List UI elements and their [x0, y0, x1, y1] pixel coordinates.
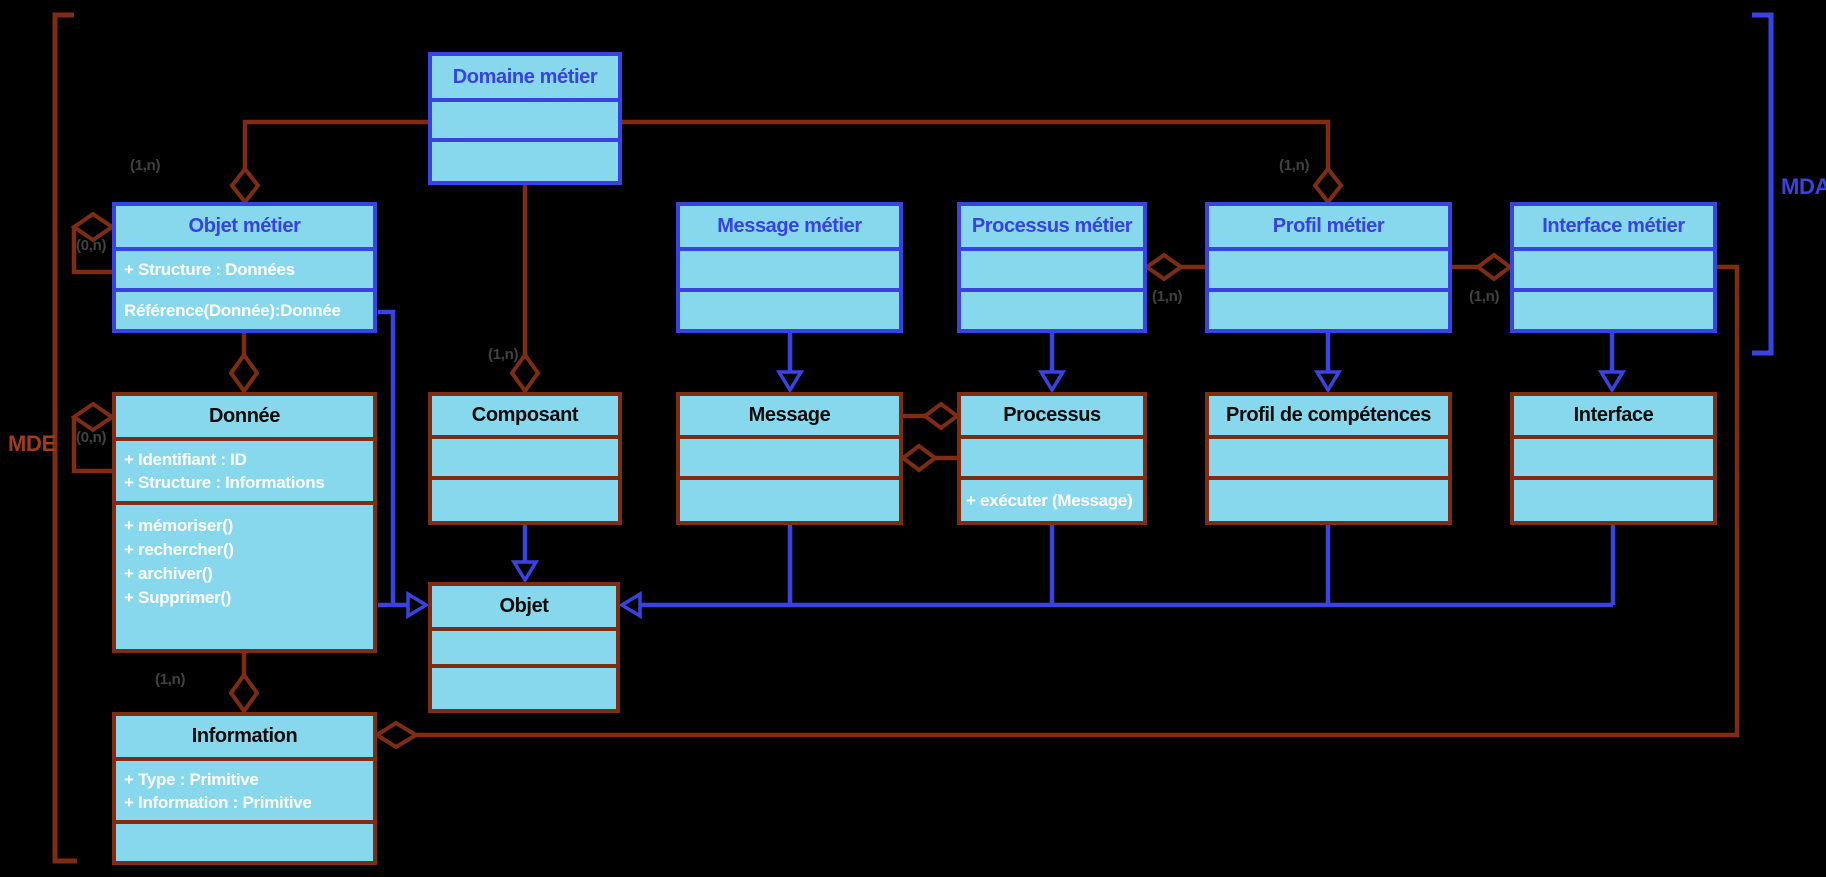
arrow-message-metier-to-message [775, 333, 805, 394]
multiplicity-profil-metier-top: (1,n) [1279, 157, 1310, 174]
class-message-metier: Message métier [676, 202, 903, 333]
class-information: Information + Type : Primitive + Informa… [112, 712, 377, 865]
methods-compartment [1514, 476, 1713, 521]
multiplicity-objet-metier-self: (0,n) [76, 237, 107, 254]
aggregation-processus-message-lower [899, 443, 957, 473]
methods-compartment [1209, 476, 1448, 521]
class-title: Profil de compétences [1226, 404, 1431, 426]
methods-compartment [432, 664, 616, 709]
methods-compartment: Référence(Donnée):Donnée [116, 288, 373, 329]
class-objet-metier: Objet métier + Structure : Données Référ… [112, 202, 377, 333]
class-title: Objet métier [188, 215, 301, 237]
methods-compartment [1209, 288, 1448, 329]
multiplicity-composant-top: (1,n) [488, 346, 519, 363]
attributes-compartment [680, 435, 899, 476]
class-title: Information [191, 725, 298, 747]
attributes-compartment [432, 98, 618, 138]
class-title: Objet [499, 595, 549, 617]
class-domaine-metier: Domaine métier [428, 52, 622, 185]
attributes-compartment [432, 435, 618, 476]
class-processus-metier: Processus métier [957, 202, 1147, 333]
class-title: Profil métier [1272, 215, 1385, 237]
aggregation-profil-metier-interface-metier [1452, 252, 1514, 282]
multiplicity-donnee-self: (0,n) [76, 429, 107, 446]
methods-compartment [680, 288, 899, 329]
class-objet: Objet [428, 582, 620, 713]
attribute: + Type : Primitive [124, 770, 259, 789]
class-title: Message [748, 404, 831, 426]
class-title: Message métier [717, 215, 862, 237]
methods-compartment [961, 288, 1143, 329]
mda-bracket [1752, 12, 1774, 356]
attribute: + Structure : Informations [124, 473, 325, 492]
attributes-compartment [1209, 247, 1448, 288]
aggregation-donnee-information [228, 653, 260, 715]
method: + rechercher() [124, 540, 234, 559]
arrow-composant-to-objet [510, 525, 540, 584]
methods-compartment [1514, 288, 1713, 329]
class-interface-metier: Interface métier [1510, 202, 1717, 333]
mde-scope-label: MDE [8, 431, 56, 456]
class-profil-metier: Profil métier [1205, 202, 1452, 333]
attributes-compartment: + Identifiant : ID + Structure : Informa… [116, 437, 373, 501]
method: + archiver() [124, 564, 213, 583]
methods-compartment [432, 138, 618, 181]
class-title: Processus métier [971, 215, 1133, 237]
aggregation-message-processus-upper [903, 401, 961, 431]
class-title: Domaine métier [452, 65, 598, 88]
arrow-model-row-to-objet [618, 525, 1616, 620]
attributes-compartment [1514, 247, 1713, 288]
class-processus: Processus + exécuter (Message) [957, 392, 1147, 525]
aggregation-objet-metier-donnee [228, 333, 260, 395]
attributes-compartment [432, 627, 616, 664]
class-profil-de-competences: Profil de compétences [1205, 392, 1452, 525]
methods-compartment: + exécuter (Message) [961, 476, 1143, 521]
attributes-compartment [1209, 435, 1448, 476]
class-title: Donnée [209, 405, 280, 427]
method: + mémoriser() [124, 516, 234, 535]
class-interface: Interface [1510, 392, 1717, 525]
methods-compartment [680, 476, 899, 521]
arrow-interface-metier-to-interface [1597, 333, 1627, 394]
aggregation-domaine-composant [509, 185, 541, 395]
multiplicity-objet-metier-top: (1,n) [130, 157, 161, 174]
method: Référence(Donnée):Donnée [124, 301, 341, 320]
multiplicity-processus-profil: (1,n) [1152, 288, 1183, 305]
class-composant: Composant [428, 392, 622, 525]
mda-scope-label: MDA [1781, 174, 1826, 199]
attributes-compartment [961, 247, 1143, 288]
aggregation-processus-metier-profil-metier [1143, 252, 1205, 282]
aggregation-information-interface-metier [373, 264, 1740, 750]
arrow-profil-metier-to-profil-competences [1313, 333, 1343, 394]
class-title: Processus [1003, 404, 1101, 426]
arrow-processus-metier-to-processus [1037, 333, 1067, 394]
attributes-compartment [961, 435, 1143, 476]
methods-compartment [432, 476, 618, 521]
attribute: + Identifiant : ID [124, 450, 247, 469]
class-title: Interface [1573, 404, 1654, 426]
mde-bracket [52, 12, 77, 864]
attributes-compartment [680, 247, 899, 288]
attribute: + Information : Primitive [124, 793, 312, 812]
method: + Supprimer() [124, 588, 232, 607]
methods-compartment [116, 820, 373, 861]
attribute: + Structure : Données [124, 260, 295, 279]
class-title: Interface métier [1542, 215, 1685, 237]
attributes-compartment: + Structure : Données [116, 247, 373, 288]
class-message: Message [676, 392, 903, 525]
methods-compartment: + mémoriser() + rechercher() + archiver(… [116, 501, 373, 649]
attributes-compartment [1514, 435, 1713, 476]
arrow-objet-metier-donnee-to-objet [378, 309, 430, 620]
class-donnee: Donnée + Identifiant : ID + Structure : … [112, 392, 377, 653]
multiplicity-profil-interface: (1,n) [1469, 288, 1500, 305]
class-title: Composant [471, 404, 579, 426]
multiplicity-information-top: (1,n) [155, 671, 186, 688]
aggregation-domaine-profil-metier [622, 119, 1344, 206]
aggregation-domaine-objet-metier [229, 119, 428, 206]
attributes-compartment: + Type : Primitive + Information : Primi… [116, 757, 373, 820]
method: + exécuter (Message) [966, 491, 1133, 510]
